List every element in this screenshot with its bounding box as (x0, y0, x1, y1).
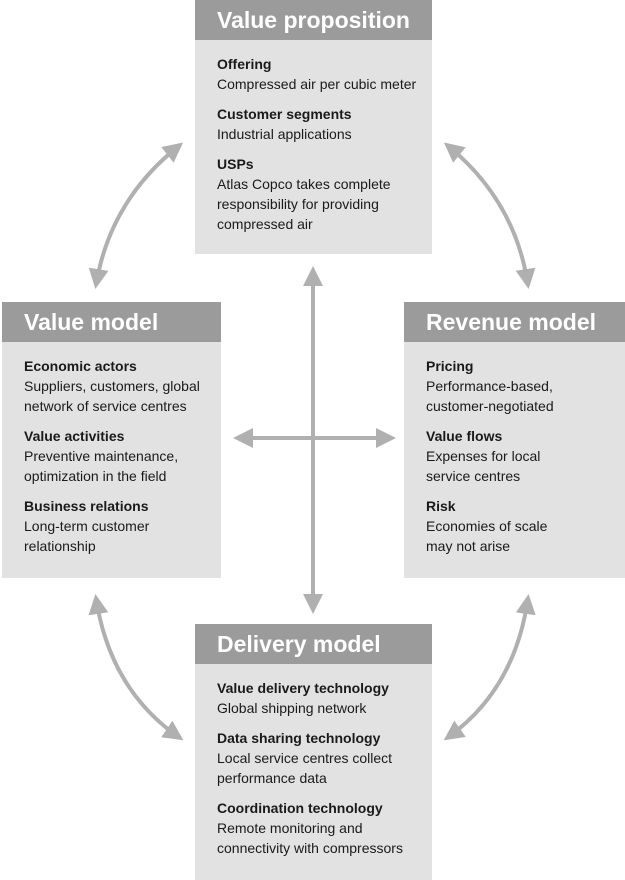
delivery-model-box: Delivery model Value delivery technology… (195, 624, 432, 880)
economic-actors-section: Economic actors Suppliers, customers, gl… (24, 356, 207, 416)
offering-section: Offering Compressed air per cubic meter (217, 54, 418, 94)
value-proposition-box: Value proposition Offering Compressed ai… (195, 0, 432, 254)
arrow-bottom-right (443, 594, 536, 741)
risk-section: Risk Economies of scale may not arise (426, 496, 611, 556)
section-heading: USPs (217, 156, 254, 172)
section-heading: Value flows (426, 428, 503, 444)
arrow-bottom-left (88, 594, 184, 741)
section-text: Global shipping network (217, 700, 367, 716)
section-heading: Pricing (426, 358, 474, 374)
customer-segments-section: Customer segments Industrial application… (217, 104, 418, 144)
coordination-technology-section: Coordination technology Remote monitorin… (217, 798, 418, 858)
value-model-title: Value model (2, 302, 221, 342)
section-heading: Risk (426, 498, 456, 514)
section-text: Expenses for local service centres (426, 448, 541, 484)
value-model-box: Value model Economic actors Suppliers, c… (2, 302, 221, 578)
section-text: Industrial applications (217, 126, 352, 142)
section-heading: Customer segments (217, 106, 352, 122)
section-heading: Coordination technology (217, 800, 383, 816)
section-heading: Offering (217, 56, 272, 72)
section-text: Performance-based, customer-negotiated (426, 378, 554, 414)
section-text: Atlas Copco takes complete responsibilit… (217, 176, 391, 232)
section-text: Suppliers, customers, global network of … (24, 378, 200, 414)
delivery-model-title: Delivery model (195, 624, 432, 664)
section-text: Preventive maintenance, optimization in … (24, 448, 179, 484)
pricing-section: Pricing Performance-based, customer-nego… (426, 356, 611, 416)
section-heading: Data sharing technology (217, 730, 381, 746)
data-sharing-technology-section: Data sharing technology Local service ce… (217, 728, 418, 788)
value-activities-section: Value activities Preventive maintenance,… (24, 426, 207, 486)
section-heading: Business relations (24, 498, 149, 514)
section-text: Economies of scale may not arise (426, 518, 548, 554)
section-text: Compressed air per cubic meter (217, 76, 417, 92)
value-delivery-technology-section: Value delivery technology Global shippin… (217, 678, 418, 718)
business-relations-section: Business relations Long-term customer re… (24, 496, 207, 556)
section-heading: Value activities (24, 428, 125, 444)
section-text: Local service centres collect performanc… (217, 750, 393, 786)
usps-section: USPs Atlas Copco takes complete responsi… (217, 154, 418, 234)
section-text: Long-term customer relationship (24, 518, 150, 554)
revenue-model-title: Revenue model (404, 302, 625, 342)
value-proposition-title: Value proposition (195, 0, 432, 40)
arrow-top-right (443, 142, 536, 289)
section-text: Remote monitoring and connectivity with … (217, 820, 403, 856)
section-heading: Economic actors (24, 358, 137, 374)
revenue-model-box: Revenue model Pricing Performance-based,… (404, 302, 625, 578)
section-heading: Value delivery technology (217, 680, 389, 696)
arrow-top-left (88, 142, 184, 289)
value-flows-section: Value flows Expenses for local service c… (426, 426, 611, 486)
